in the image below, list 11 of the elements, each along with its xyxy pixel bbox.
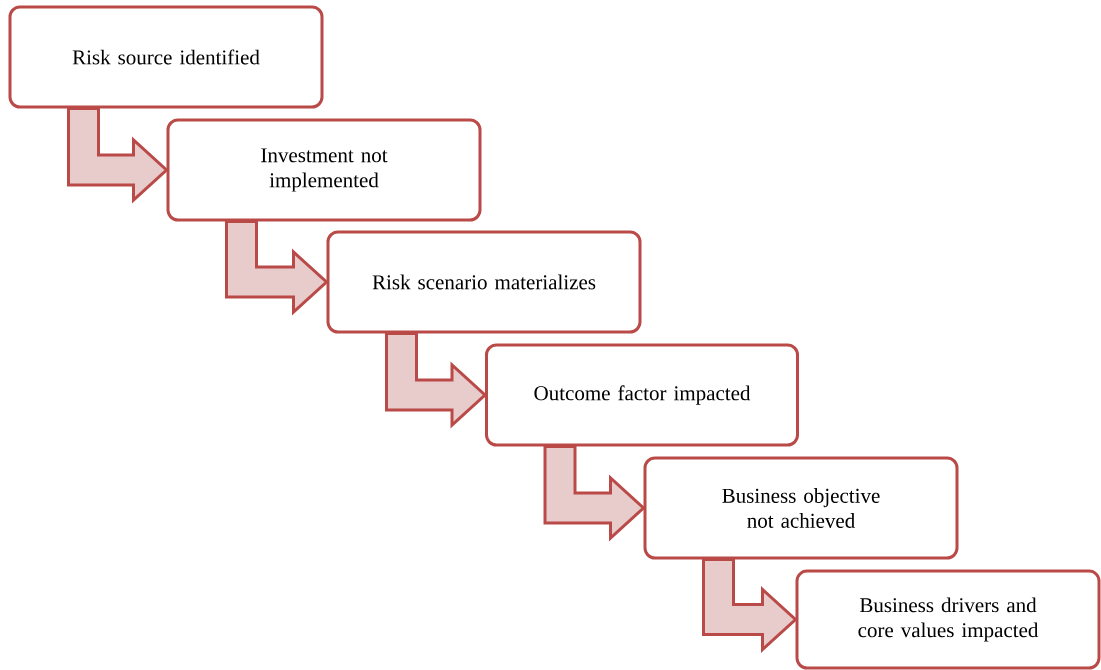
arrow xyxy=(385,332,488,429)
process-box: Business objective not achieved xyxy=(643,456,959,560)
arrow xyxy=(225,220,329,316)
arrow xyxy=(543,445,646,542)
arrow xyxy=(67,107,169,204)
process-box: Outcome factor impacted xyxy=(485,343,799,447)
process-box: Risk scenario materializes xyxy=(326,230,642,334)
process-box: Business drivers and core values impacted xyxy=(795,569,1101,670)
process-box: Investment not implemented xyxy=(166,118,482,222)
process-box: Risk source identified xyxy=(8,5,324,109)
arrow xyxy=(702,558,798,653)
